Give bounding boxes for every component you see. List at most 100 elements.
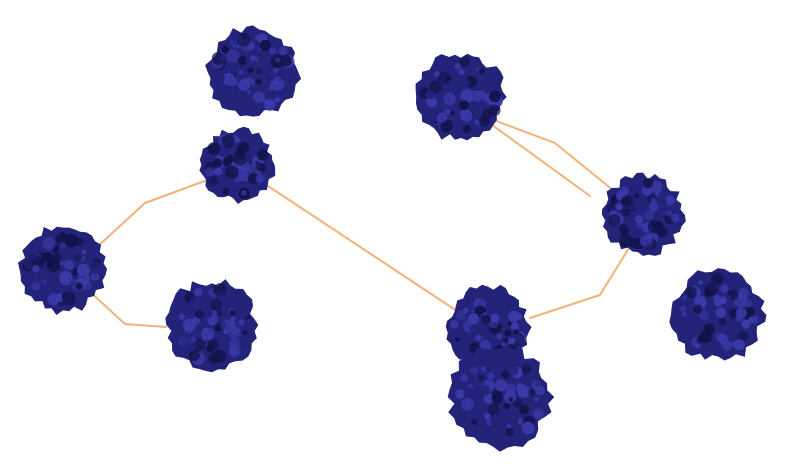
particle-texture: [670, 213, 680, 223]
particle-texture: [463, 78, 471, 87]
particle-texture: [209, 299, 222, 311]
particle-texture: [704, 282, 718, 297]
particle-texture: [454, 63, 462, 70]
particle-texture: [437, 112, 448, 123]
particle-texture: [229, 347, 238, 356]
particle-texture: [46, 258, 61, 272]
particle-texture: [246, 89, 252, 95]
particle-texture: [715, 307, 727, 319]
particle-texture: [535, 385, 545, 396]
particle-texture: [501, 370, 510, 379]
particle-texture: [278, 46, 288, 56]
particle-texture: [484, 412, 491, 420]
particle-texture: [510, 322, 520, 331]
particle-texture: [503, 337, 509, 344]
particle-texture: [81, 238, 89, 246]
particle-texture: [713, 294, 721, 302]
particle-texture: [216, 311, 222, 317]
particle-texture: [527, 388, 536, 397]
particle-texture: [230, 316, 236, 322]
particle-texture: [38, 279, 46, 287]
particle-texture: [741, 319, 751, 329]
particle-texture: [450, 320, 459, 329]
particle-texture: [238, 69, 244, 75]
particle-texture: [710, 272, 725, 286]
particle-texture: [513, 329, 519, 335]
particle-texture: [429, 80, 442, 94]
particle-texture: [720, 284, 729, 294]
particle-texture: [257, 149, 269, 161]
particle-texture: [253, 91, 265, 104]
particle-texture: [504, 390, 517, 404]
particle-texture: [450, 110, 455, 116]
particle-texture: [81, 249, 87, 255]
particle-texture: [478, 115, 490, 127]
particle-texture: [461, 398, 474, 411]
protein-particle-center-left: [199, 126, 276, 204]
particle-texture: [247, 67, 254, 73]
particle-texture: [225, 49, 240, 64]
particle-texture: [229, 338, 241, 349]
particle-texture: [479, 68, 485, 75]
particle-texture: [636, 221, 644, 229]
particle-texture: [505, 427, 514, 436]
particle-texture: [471, 418, 478, 425]
particle-texture: [264, 99, 276, 111]
particle-texture: [32, 265, 40, 273]
particle-texture: [221, 134, 235, 148]
particle-texture: [679, 305, 687, 312]
particle-texture: [208, 352, 221, 364]
particle-texture: [645, 242, 653, 251]
particle-texture: [475, 298, 480, 303]
particle-texture: [208, 176, 219, 187]
particle-texture: [474, 90, 482, 97]
particle-texture: [259, 39, 272, 52]
particle-texture: [207, 142, 221, 155]
particles-layer: [18, 25, 767, 452]
particle-texture: [59, 242, 66, 249]
particle-texture: [507, 364, 519, 376]
particle-texture: [462, 89, 473, 100]
particle-texture: [478, 384, 490, 396]
particle-texture: [250, 55, 256, 62]
protein-particle-far-left: [18, 226, 107, 315]
particle-texture: [75, 282, 83, 290]
particle-texture: [218, 146, 230, 158]
particle-texture: [272, 67, 279, 74]
particle-texture: [472, 403, 485, 416]
particle-texture: [534, 397, 539, 402]
particle-texture: [207, 338, 219, 351]
protein-particle-top-right: [415, 53, 507, 141]
particle-texture: [59, 231, 67, 240]
particle-texture: [503, 402, 511, 410]
particle-texture: [697, 335, 706, 344]
particle-texture: [494, 298, 508, 312]
particle-texture: [719, 318, 727, 326]
particle-texture: [666, 210, 673, 217]
particle-texture: [268, 46, 277, 55]
particle-texture: [61, 292, 67, 299]
particle-texture: [463, 387, 476, 400]
particle-texture: [223, 329, 228, 335]
particle-texture: [175, 324, 186, 335]
particle-texture: [247, 173, 259, 184]
link-line: [487, 117, 631, 205]
particle-texture: [438, 71, 451, 85]
particle-texture: [459, 56, 470, 68]
particle-texture: [186, 342, 197, 352]
particle-texture: [618, 234, 633, 248]
particle-texture: [636, 199, 649, 213]
particle-texture: [687, 316, 701, 329]
particle-texture: [59, 261, 64, 266]
particle-texture: [466, 72, 472, 78]
particle-texture: [508, 310, 520, 322]
particle-texture: [88, 260, 102, 275]
particle-texture: [477, 375, 484, 382]
particle-texture: [521, 421, 535, 435]
particle-texture: [268, 85, 274, 91]
particle-texture: [610, 197, 618, 205]
protein-particle-bottom-center: [447, 345, 555, 452]
protein-particle-bottom-left: [165, 279, 259, 373]
particle-texture: [480, 366, 487, 372]
particle-texture: [212, 158, 223, 168]
